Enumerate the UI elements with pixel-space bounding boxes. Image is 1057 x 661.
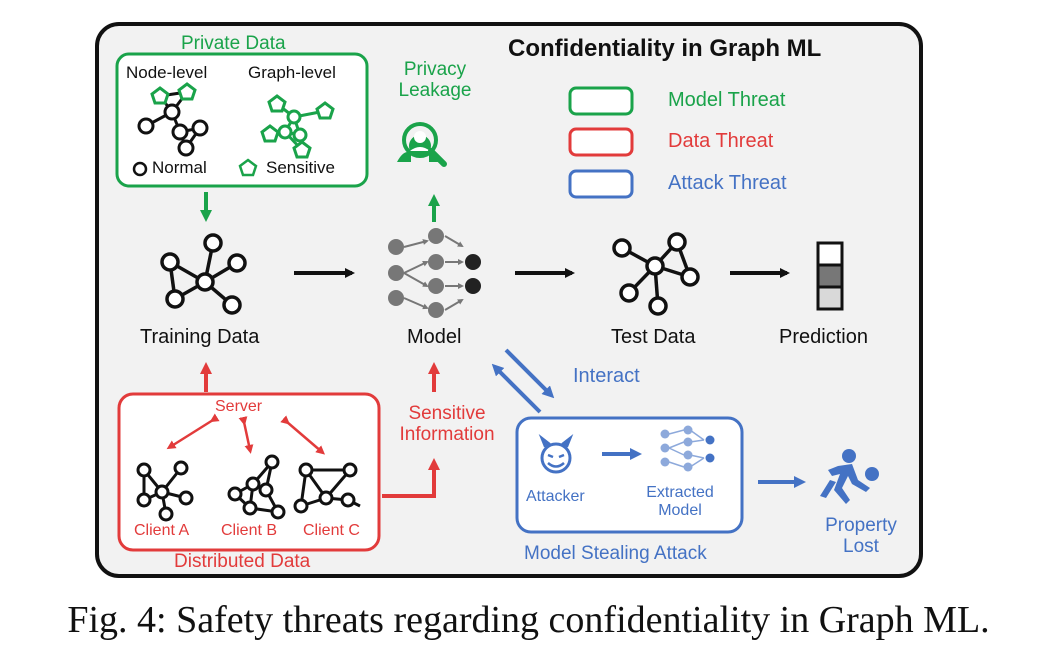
distributed-data-title: Distributed Data [174,551,311,572]
normal-label: Normal [152,158,207,177]
sensitive-information-line-1: Sensitive [408,403,486,424]
graph-level-graph [260,94,335,159]
legend-attack-threat-label: Attack Threat [668,172,787,194]
extracted-model-line-1: Extracted [646,484,714,501]
server-client-links [166,413,326,455]
client-a-graph [136,460,194,522]
privacy-leakage-label: Privacy Leakage [380,59,490,102]
client-c-graph [293,462,361,514]
training-data-graph [160,233,247,315]
extracted-model-line-2: Model [658,501,702,519]
sensitive-label: Sensitive [266,158,335,177]
private-data-title: Private Data [181,33,286,54]
prediction-label: Prediction [779,326,868,348]
client-a-label: Client A [134,522,190,539]
property-lost-line-2: Lost [843,535,879,557]
extracted-model-icon [660,425,715,472]
property-lost-line-1: Property [825,515,897,536]
sensitive-information-line-2: Information [399,423,495,445]
client-b-label: Client B [221,522,278,539]
extracted-model-label: Extracted Model [632,484,728,519]
model-stealing-box [515,416,744,534]
legend-data-threat-label: Data Threat [668,130,774,152]
graph-level-label: Graph-level [248,63,336,82]
running-thief-icon [820,449,879,504]
model-stealing-title: Model Stealing Attack [524,543,707,564]
sensitive-node-marker [238,158,258,177]
legend-attack-threat-swatch [568,169,634,199]
node-level-label: Node-level [126,63,208,82]
interact-arrows [491,348,555,414]
model-label: Model [407,326,462,348]
diagram-title: Confidentiality in Graph ML [508,35,822,62]
privacy-leakage-line-2: Leakage [398,79,472,101]
legend-model-threat-label: Model Threat [668,89,786,111]
privacy-leakage-icon [397,122,447,167]
client-b-graph [227,454,286,520]
server-label: Server [215,398,263,415]
prediction-bar-icon [816,241,844,311]
property-lost-label: Property Lost [806,515,916,558]
node-level-graph [137,82,209,157]
client-c-label: Client C [303,522,360,539]
training-data-label: Training Data [140,326,260,348]
legend-data-threat-swatch [568,127,634,157]
interact-label: Interact [573,365,640,387]
test-data-graph [612,232,700,316]
attacker-label: Attacker [526,488,585,505]
test-data-label: Test Data [611,326,696,348]
sensitive-information-label: Sensitive Information [386,403,508,446]
normal-node-marker [132,161,148,177]
distributed-to-sensitive-arrow [382,458,440,498]
figure-caption: Fig. 4: Safety threats regarding confide… [67,599,990,641]
attacker-devil-icon [538,433,574,474]
model-network-icon [388,228,481,318]
privacy-leakage-line-1: Privacy [403,59,467,80]
legend-model-threat-swatch [568,86,634,116]
